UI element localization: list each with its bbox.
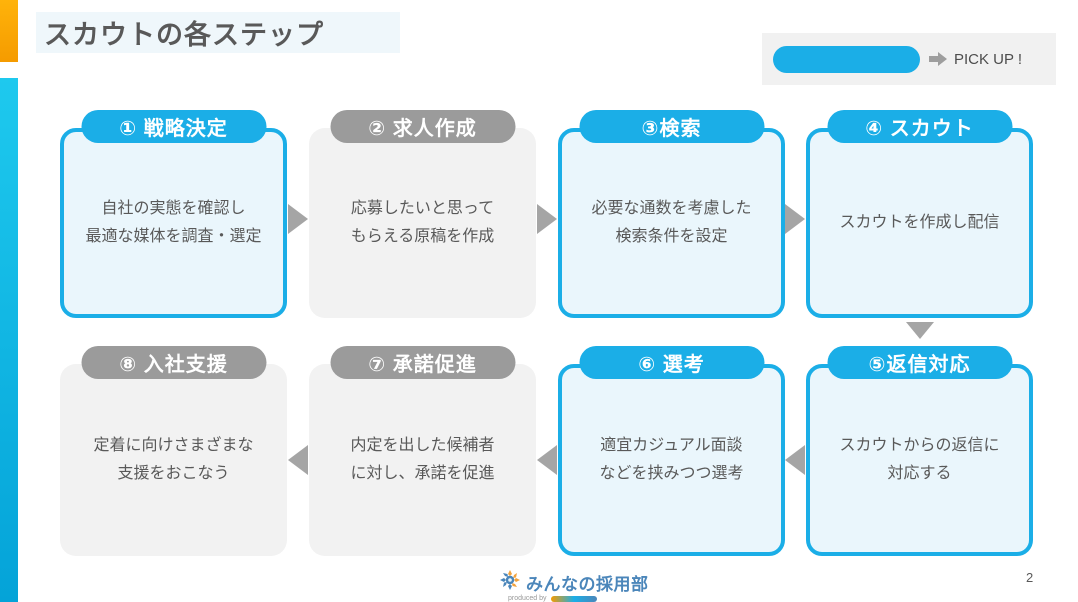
flow-arrow-down-icon	[906, 322, 934, 339]
step-title-pill: ④ スカウト	[827, 110, 1012, 143]
flow-arrow-right-icon	[537, 204, 557, 234]
step-title-pill: ⑥ 選考	[579, 346, 764, 379]
step-title-pill: ⑧ 入社支援	[81, 346, 266, 379]
flow-arrow-left-icon	[785, 445, 805, 475]
arrow-right-icon	[929, 52, 947, 66]
producer-wordmark	[550, 595, 597, 602]
step-body-box: 適宜カジュアル面談 などを挟みつつ選考	[558, 364, 785, 556]
flow-arrow-right-icon	[785, 204, 805, 234]
step-body-box: 自社の実態を確認し 最適な媒体を調査・選定	[60, 128, 287, 318]
produced-by-text: produced by	[508, 595, 547, 602]
flow-arrow-right-icon	[288, 204, 308, 234]
footer-logo: みんなの採用部	[499, 569, 649, 596]
page-number: 2	[1026, 570, 1034, 585]
step-body-box: 応募したいと思って もらえる原稿を作成	[309, 128, 536, 318]
step-body-text: 必要な通数を考慮した 検索条件を設定	[591, 200, 752, 245]
step-body-text: スカウトを作成し配信	[839, 214, 1000, 231]
flow-arrow-left-icon	[537, 445, 557, 475]
step-title-pill: ① 戦略決定	[81, 110, 266, 143]
step-title-pill: ⑦ 承諾促進	[330, 346, 515, 379]
step-body-box: スカウトからの返信に 対応する	[806, 364, 1033, 556]
step-body-text: スカウトからの返信に 対応する	[839, 437, 1000, 482]
page-title: スカウトの各ステップ	[36, 12, 400, 53]
step-body-text: 定着に向けさまざまな 支援をおこなう	[93, 437, 254, 482]
legend-label: PICK UP !	[954, 50, 1023, 68]
sun-logo-icon	[499, 569, 521, 596]
footer-logo-text: みんなの採用部	[526, 575, 649, 594]
step-body-box: 必要な通数を考慮した 検索条件を設定	[558, 128, 785, 318]
edge-accent-cyan	[0, 78, 18, 602]
produced-by-line: produced by	[508, 595, 597, 602]
flow-arrow-left-icon	[288, 445, 308, 475]
step-title-pill: ⑤返信対応	[827, 346, 1012, 379]
pickup-legend: PICK UP !	[762, 33, 1056, 85]
step-body-text: 応募したいと思って もらえる原稿を作成	[350, 200, 495, 245]
legend-highlight-pill	[773, 45, 920, 73]
step-body-box: 定着に向けさまざまな 支援をおこなう	[60, 364, 287, 556]
step-body-text: 内定を出した候補者 に対し、承諾を促進	[350, 437, 495, 482]
edge-accent-orange	[0, 0, 18, 62]
step-body-text: 適宜カジュアル面談 などを挟みつつ選考	[599, 437, 744, 482]
step-body-text: 自社の実態を確認し 最適な媒体を調査・選定	[85, 200, 262, 245]
step-title-pill: ② 求人作成	[330, 110, 515, 143]
step-title-pill: ③検索	[579, 110, 764, 143]
step-body-box: 内定を出した候補者 に対し、承諾を促進	[309, 364, 536, 556]
step-body-box: スカウトを作成し配信	[806, 128, 1033, 318]
